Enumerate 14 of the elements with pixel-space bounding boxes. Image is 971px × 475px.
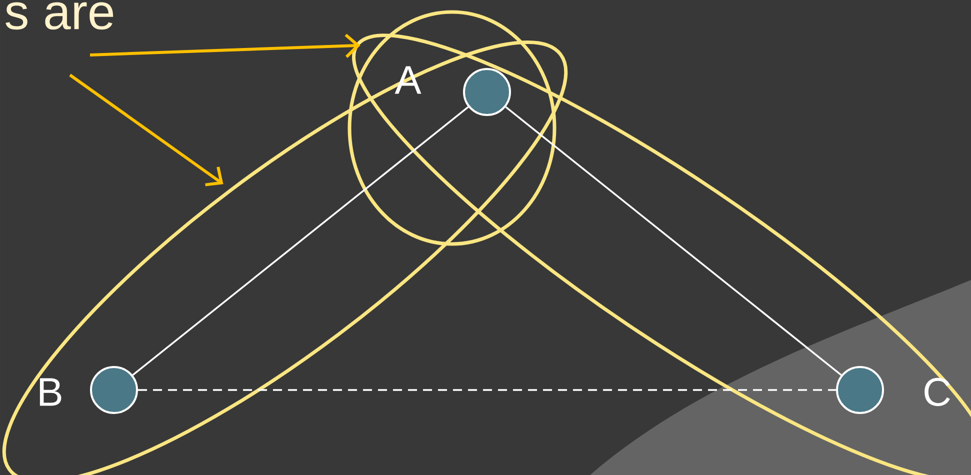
vertex-label: C [924, 378, 950, 406]
ellipse-outline [2, 40, 568, 475]
vertex-circle [836, 366, 884, 414]
ellipse-outline [348, 10, 556, 246]
arrow [69, 74, 224, 186]
arrow [90, 34, 360, 58]
connector-line [132, 106, 469, 376]
connector-line [505, 106, 842, 376]
vertex-label: B [40, 378, 62, 406]
heading-text: s are [6, 2, 114, 30]
vertex-circle [463, 68, 511, 116]
ellipse-outline [352, 34, 971, 475]
vertex-circle [90, 366, 138, 414]
connector-line [138, 389, 836, 391]
